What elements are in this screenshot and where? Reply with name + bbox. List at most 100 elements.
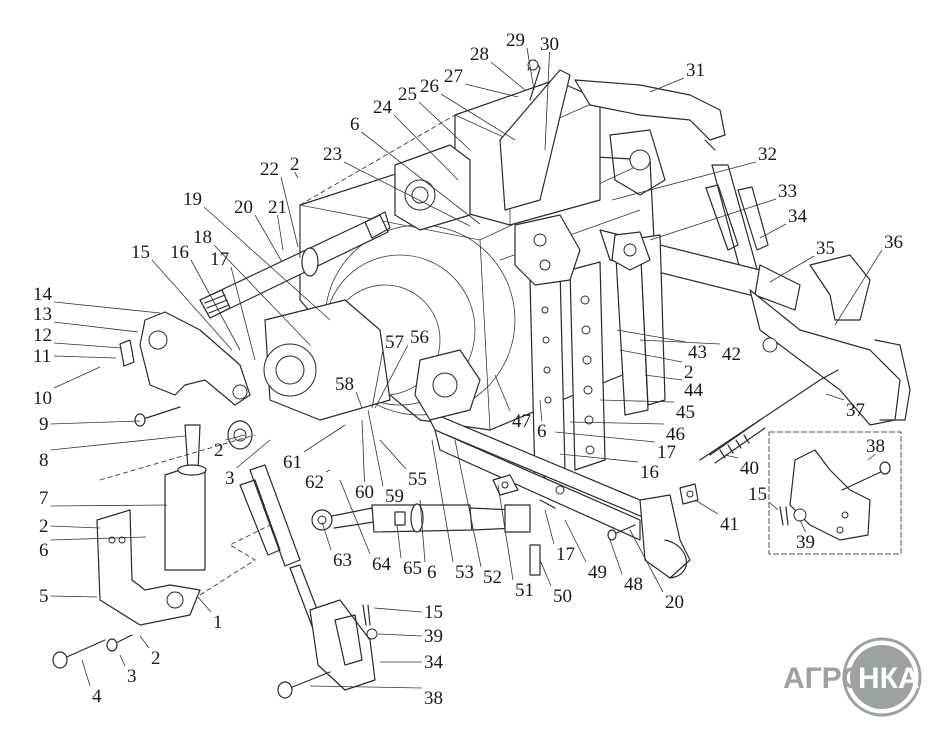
callout-6: 6 (350, 114, 481, 225)
leader-line (799, 519, 806, 533)
callout-number: 7 (39, 488, 49, 509)
callout-number: 48 (624, 574, 643, 595)
valve-block (394, 59, 601, 231)
callout-number: 20 (665, 592, 684, 613)
leader-line (277, 214, 284, 251)
hydraulic-cylinder (52, 424, 207, 669)
leader-line (53, 366, 101, 389)
callout-number: 64 (372, 554, 392, 575)
callout-number: 35 (816, 238, 835, 259)
callout-number: 2 (290, 154, 300, 175)
leader-line (539, 559, 552, 587)
callout-number: 60 (355, 482, 374, 503)
callout-30: 30 (540, 34, 559, 151)
leader-line (619, 349, 683, 363)
construction-lines (99, 114, 456, 596)
vertical-posts (514, 214, 666, 481)
callout-number: 55 (408, 469, 427, 490)
callout-31: 31 (649, 60, 705, 93)
callout-2: 2 (619, 349, 694, 383)
leader-line (569, 421, 665, 425)
callout-59: 59 (367, 409, 404, 507)
small-hardware (492, 474, 636, 541)
callout-number: 17 (657, 442, 676, 463)
leader-line (196, 595, 212, 613)
callout-34: 34 (759, 206, 808, 239)
callout-60: 60 (355, 419, 374, 503)
pump-housing (263, 299, 481, 421)
callout-35: 35 (769, 238, 835, 283)
leader-line (230, 266, 256, 361)
leader-line (616, 329, 687, 343)
callout-11: 11 (33, 346, 117, 367)
callout-number: 16 (640, 462, 659, 483)
callout-number: 50 (553, 586, 572, 607)
callout-number: 59 (385, 486, 404, 507)
callout-number: 4 (92, 686, 102, 707)
callout-57: 57 (371, 332, 404, 409)
callout-17: 17 (210, 249, 256, 361)
leader-line (629, 529, 664, 593)
callout-number: 5 (39, 586, 49, 607)
callout-29: 29 (506, 30, 535, 91)
callout-39: 39 (796, 519, 815, 553)
callout-number: 6 (537, 421, 547, 442)
leader-line (355, 391, 363, 409)
callout-number: 62 (305, 472, 324, 493)
leader-line (494, 374, 511, 412)
callout-number: 2 (151, 648, 161, 669)
leader-line (611, 161, 757, 201)
callout-21: 21 (268, 197, 287, 251)
callout-6: 6 (39, 536, 147, 561)
callout-23: 23 (323, 144, 471, 227)
pto-shaft (199, 211, 391, 319)
leader-line (373, 607, 423, 613)
leader-line (236, 439, 271, 469)
callout-2: 2 (139, 635, 161, 669)
leader-line (50, 435, 186, 451)
leader-line (213, 244, 311, 346)
callout-number: 37 (846, 400, 865, 421)
callout-number: 1 (213, 612, 223, 633)
callout-number: 52 (483, 567, 502, 588)
leader-line (280, 176, 299, 248)
callout-51: 51 (497, 484, 534, 601)
callout-38: 38 (309, 685, 443, 709)
leader-line (119, 654, 126, 667)
callout-number: 51 (515, 580, 534, 601)
lift-arm-upper (574, 79, 726, 196)
callout-number: 26 (420, 76, 439, 97)
callout-number: 2 (214, 440, 224, 461)
callout-48: 48 (609, 539, 643, 595)
callout-43: 43 (616, 329, 707, 363)
logo-text-left: АГРО (783, 662, 865, 695)
leader-line (599, 399, 675, 403)
leader-line (694, 499, 719, 515)
callout-number: 3 (225, 468, 235, 489)
callout-63: 63 (321, 521, 352, 571)
leader-line (539, 399, 543, 422)
leader-line (419, 499, 426, 563)
drawbar (424, 409, 691, 579)
leader-line (454, 439, 482, 568)
callout-2: 2 (290, 154, 300, 179)
callout-16: 16 (559, 453, 659, 483)
leader-line (139, 635, 150, 649)
logo-ring (842, 637, 922, 717)
leader-line (303, 424, 346, 453)
callout-number: 15 (424, 602, 443, 623)
callout-number: 40 (740, 458, 759, 479)
callout-62: 62 (305, 469, 331, 493)
callout-36: 36 (834, 232, 903, 326)
callout-number: 23 (323, 144, 342, 165)
callout-26: 26 (420, 76, 516, 141)
leader-line (490, 61, 526, 91)
callout-2: 2 (39, 516, 101, 537)
leader-line (50, 536, 147, 541)
callout-number: 31 (686, 60, 705, 81)
callout-number: 2 (684, 362, 694, 383)
callout-number: 53 (455, 562, 474, 583)
callout-number: 20 (234, 197, 253, 218)
leader-line (50, 595, 98, 598)
